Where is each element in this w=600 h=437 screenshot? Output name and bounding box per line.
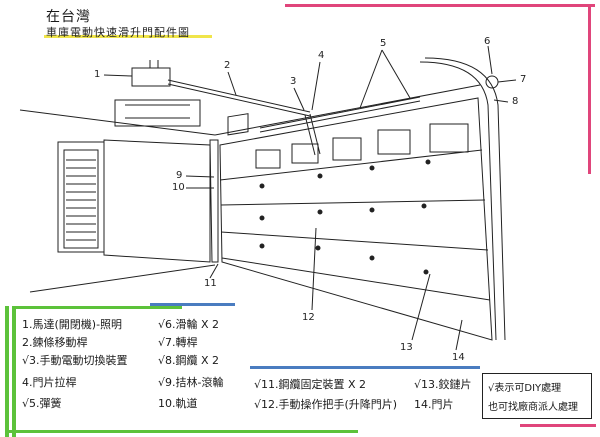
callout-2: 2 — [224, 60, 231, 71]
legend-item-3: √3.手動電動切換裝置 — [22, 354, 128, 367]
yellow-underline — [44, 35, 212, 38]
door-window-2 — [291, 143, 319, 164]
left-track — [209, 139, 219, 263]
pink-bar-top — [285, 4, 595, 7]
chain-rail — [167, 79, 311, 113]
callout-3: 3 — [290, 76, 297, 87]
ceiling-left-line — [19, 109, 216, 136]
callout-7: 7 — [520, 74, 527, 85]
page-subtitle: 車庫電動快速滑升門配件圖 — [46, 26, 190, 39]
legend-item-2: 2.鍊條移動桿 — [22, 336, 88, 349]
blue-bar-top — [150, 303, 235, 306]
legend-item-12: √12.手動操作把手(升降門片) — [254, 398, 398, 411]
torsion-bar — [259, 96, 421, 129]
green-bar-top — [12, 306, 182, 309]
callout-5: 5 — [380, 38, 387, 49]
motor-unit — [131, 67, 171, 87]
side-door-frame — [57, 141, 105, 253]
legend-item-5: √5.彈簧 — [22, 397, 62, 410]
legend-item-6: √6.滑輪 X 2 — [158, 318, 220, 331]
door-arm — [304, 114, 316, 156]
ceiling-right-line — [214, 84, 481, 136]
callout-9: 9 — [176, 170, 183, 181]
green-bar-bottom — [8, 430, 358, 433]
legend-item-13: √13.鉸鏈片 — [414, 378, 472, 391]
legend-item-10: 10.軌道 — [158, 397, 198, 410]
callout-1: 1 — [94, 69, 101, 80]
pink-bar-bottom — [520, 424, 596, 427]
left-wall-panel — [103, 139, 211, 263]
callout-11: 11 — [204, 278, 217, 289]
note-line-1: √表示可DIY處理 — [488, 383, 562, 394]
callout-10: 10 — [172, 182, 185, 193]
door-window-5 — [429, 123, 469, 153]
rollers — [259, 159, 431, 275]
legend-item-7: √7.轉桿 — [158, 336, 198, 349]
note-box — [482, 373, 592, 419]
legend-item-9: √9.拮林-滾輪 — [158, 376, 224, 389]
callout-8: 8 — [512, 96, 519, 107]
callout-12: 12 — [302, 312, 315, 323]
legend-item-8: √8.鋼纜 X 2 — [158, 354, 220, 367]
callout-6: 6 — [484, 36, 491, 47]
legend-item-4: 4.門片拉桿 — [22, 376, 77, 389]
door-window-3 — [332, 137, 362, 161]
transom-window — [114, 99, 201, 127]
legend-item-1: 1.馬達(開閉機)-照明 — [22, 318, 123, 331]
legend-item-14: 14.門片 — [414, 398, 454, 411]
callout-13: 13 — [400, 342, 413, 353]
note-line-2: 也可找廠商派人處理 — [488, 402, 578, 413]
callout-4: 4 — [318, 50, 325, 61]
page-title: 在台灣 — [46, 9, 91, 25]
door-window-4 — [377, 129, 411, 155]
side-door-louvers — [66, 159, 96, 241]
floor-line — [29, 264, 216, 293]
garage-door — [219, 97, 493, 341]
side-door-panel — [63, 149, 99, 249]
green-bar-bottom-left — [12, 308, 16, 437]
blue-bar-mid — [250, 366, 480, 369]
green-bar-left — [5, 306, 9, 437]
callout-leaders — [103, 45, 517, 351]
door-window-1 — [255, 149, 281, 169]
right-track — [419, 61, 497, 341]
pink-bar-right — [588, 4, 591, 174]
callout-14: 14 — [452, 352, 465, 363]
legend-item-11: √11.鋼纜固定裝置 X 2 — [254, 378, 367, 391]
